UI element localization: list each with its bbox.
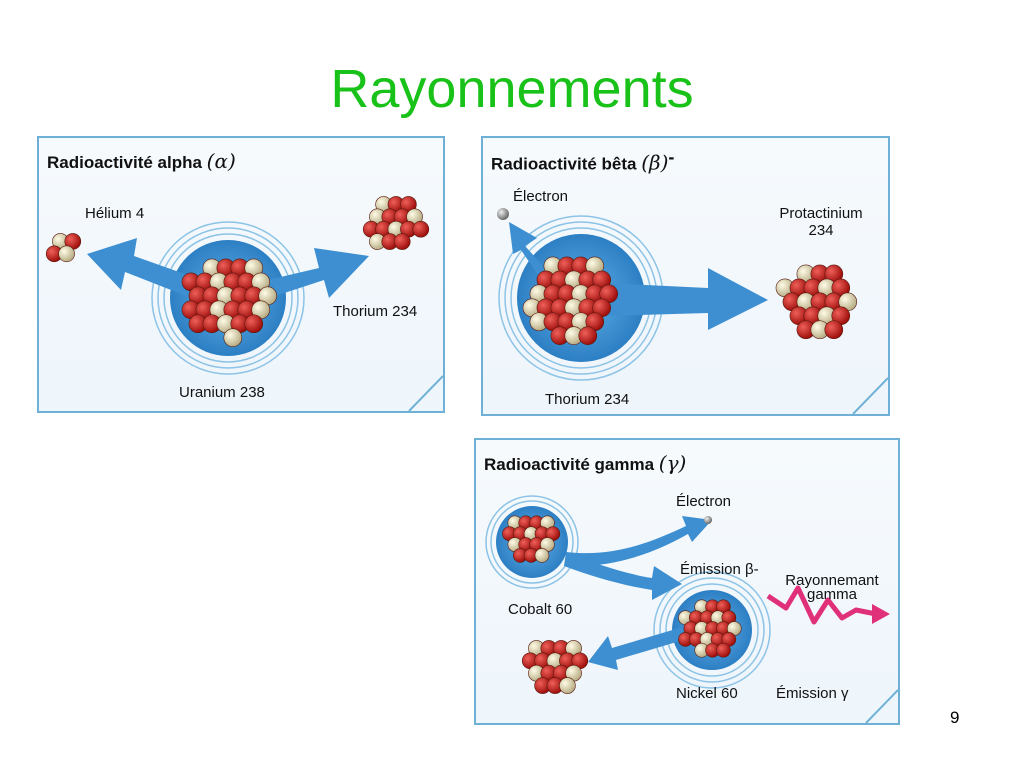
cobalt-nucleus	[502, 515, 561, 563]
nucleon-sphere	[58, 245, 75, 263]
alpha-symbol: (α)	[206, 149, 236, 173]
label-rayonnement-line2: gamma	[806, 586, 858, 604]
nucleon-sphere	[716, 642, 731, 658]
label-protactinium-number: 234	[808, 221, 834, 239]
protactinium-nucleus	[775, 264, 858, 340]
gamma-ray-wave	[766, 585, 877, 625]
gamma-arrow-to-nickel	[564, 552, 682, 600]
electron-particle	[704, 516, 712, 524]
nucleon-sphere	[534, 548, 550, 563]
beta-diagram	[497, 208, 888, 414]
cobalt-rings	[485, 495, 579, 589]
panel-corner-fold	[865, 689, 898, 723]
gamma-arrow-to-stable	[588, 626, 690, 670]
electron-particle	[497, 208, 509, 220]
label-rayonnement-gamma: Rayonnemant gamma	[766, 572, 898, 604]
label-emission-beta: Émission β-	[680, 561, 759, 578]
alpha-title: Radioactivité alpha (α)	[47, 150, 236, 173]
label-cobalt-60: Cobalt 60	[508, 601, 573, 618]
gamma-ray-arrowhead	[872, 604, 890, 624]
label-emission-gamma: Émission γ	[776, 685, 849, 702]
helium-nucleus	[45, 233, 82, 263]
alpha-title-text: Radioactivité alpha	[47, 153, 202, 172]
nucleon-sphere	[223, 328, 243, 347]
alpha-panel: Radioactivité alpha (α) Hélium 4 Thorium…	[37, 136, 445, 413]
beta-title: Radioactivité bêta (β)-	[491, 147, 675, 175]
gamma-title-text: Radioactivité gamma	[484, 455, 655, 474]
nucleon-sphere	[412, 220, 430, 238]
label-protactinium-name: Protactinium	[779, 205, 863, 222]
gamma-diagram	[485, 495, 898, 723]
beta-arrow-right	[603, 268, 768, 330]
nickel-nucleus	[678, 599, 742, 658]
nucleon-sphere	[393, 233, 411, 250]
beta-panel: Radioactivité bêta (β)- Électron Protact…	[481, 136, 890, 416]
nickel-rings	[653, 571, 771, 689]
label-thorium-234: Thorium 234	[333, 303, 418, 320]
label-electron: Électron	[513, 188, 569, 205]
stable-nucleus	[521, 640, 589, 694]
gamma-symbol: (γ)	[658, 451, 687, 475]
nucleon-sphere	[578, 326, 598, 345]
label-protactinium: Protactinium 234	[761, 205, 881, 239]
alpha-diagram	[45, 196, 443, 411]
nucleon-sphere	[559, 677, 576, 694]
beta-symbol: (β)	[641, 150, 669, 175]
gamma-title: Radioactivité gamma (γ)	[484, 452, 686, 475]
label-electron: Électron	[676, 493, 732, 510]
nucleon-sphere	[244, 314, 264, 334]
slide-title: Rayonnements	[330, 59, 694, 119]
label-nickel-60: Nickel 60	[676, 685, 738, 702]
label-thorium-234: Thorium 234	[545, 391, 630, 408]
thorium-nucleus	[362, 196, 430, 250]
thorium-nucleus	[522, 256, 618, 345]
beta-superscript: -	[668, 147, 675, 167]
page-number: 9	[950, 708, 960, 727]
label-uranium-238: Uranium 238	[179, 384, 265, 401]
gamma-panel: Radioactivité gamma (γ) Électron Émissio…	[474, 438, 900, 725]
uranium-nucleus	[181, 258, 277, 347]
label-helium-4: Hélium 4	[85, 205, 145, 222]
label-rayonnement-line1: Rayonnemant	[785, 572, 879, 589]
gamma-arrow-electron	[566, 516, 712, 567]
beta-title-text: Radioactivité bêta	[491, 154, 637, 174]
nucleon-sphere	[824, 320, 844, 340]
panel-corner-fold	[408, 375, 443, 411]
panel-corner-fold	[852, 377, 888, 414]
uranium-rings	[151, 221, 305, 375]
